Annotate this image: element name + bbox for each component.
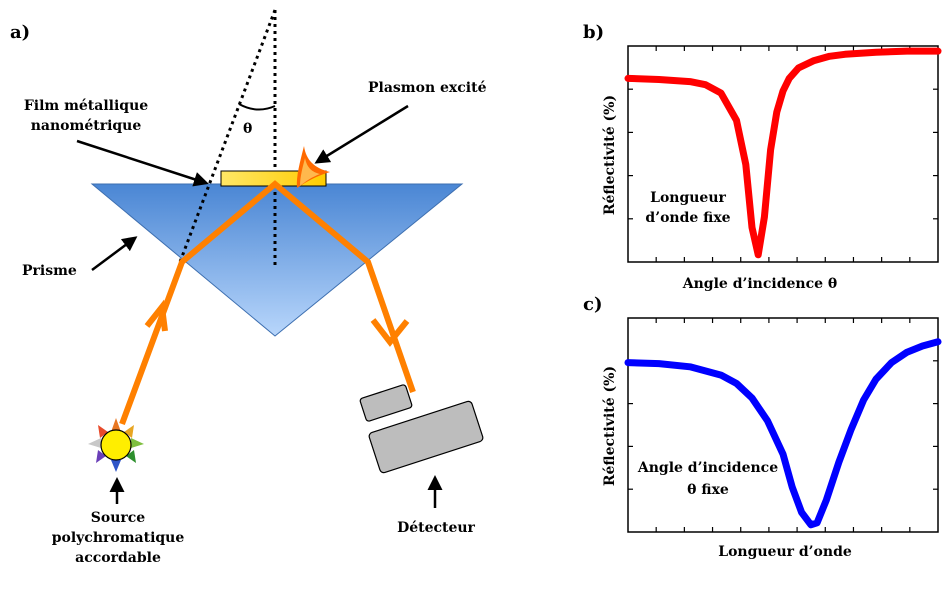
chart-c-annotation-line1: Angle d’incidence [637,460,778,476]
chart-b-xlabel: Angle d’incidence θ [682,276,837,292]
film-label-line1: Film métallique [24,98,148,114]
plasmon-pointer-arrow [314,104,409,164]
beam-arrow-down-icon [370,318,410,347]
panel-a: a) θ [10,9,487,566]
chart-c-ylabel: Réflectivité (%) [602,366,618,486]
plasmon-label: Plasmon excité [368,80,487,96]
panel-c: c) Réflectivité (%) Longueur d’onde Angl… [583,294,942,560]
chart-b-plot-frame [627,45,939,263]
chart-c-reflectivity-curve [624,338,942,529]
sun-source-icon [88,418,144,472]
chart-b-reflectivity-curve [624,47,942,259]
film-pointer-arrow [76,139,209,187]
film-label-line2: nanométrique [31,118,142,134]
chart-c-xlabel: Longueur d’onde [718,544,852,560]
panel-b-label: b) [583,22,604,43]
chart-c-annotation-line2: θ fixe [687,482,729,498]
beam-arrow-up-icon [144,299,168,332]
angle-arc [238,103,276,111]
incidence-extension-line [178,9,277,263]
angle-theta-symbol: θ [243,121,252,137]
panel-a-label: a) [10,22,30,43]
prism [90,183,464,337]
light-beam [119,180,416,426]
source-label-line1: Source [91,510,146,526]
source-label-line2: polychromatique [52,530,185,546]
chart-b-annotation-line2: d’onde fixe [645,210,730,226]
plasmon-flame-icon [296,146,330,188]
detector-label: Détecteur [397,520,475,536]
prism-pointer-arrow [91,236,138,272]
panel-c-label: c) [583,294,602,315]
chart-b-annotation-line1: Longueur [650,190,726,206]
panel-b: b) Réflectivité (%) Angle d’incidence θ … [583,22,942,292]
detector-icon [359,384,484,474]
chart-b-ylabel: Réflectivité (%) [602,95,618,215]
chart-c-plot-frame [627,317,939,533]
chart-c-axes [627,317,939,533]
prism-label: Prisme [22,263,77,279]
source-label-line3: accordable [75,550,161,566]
